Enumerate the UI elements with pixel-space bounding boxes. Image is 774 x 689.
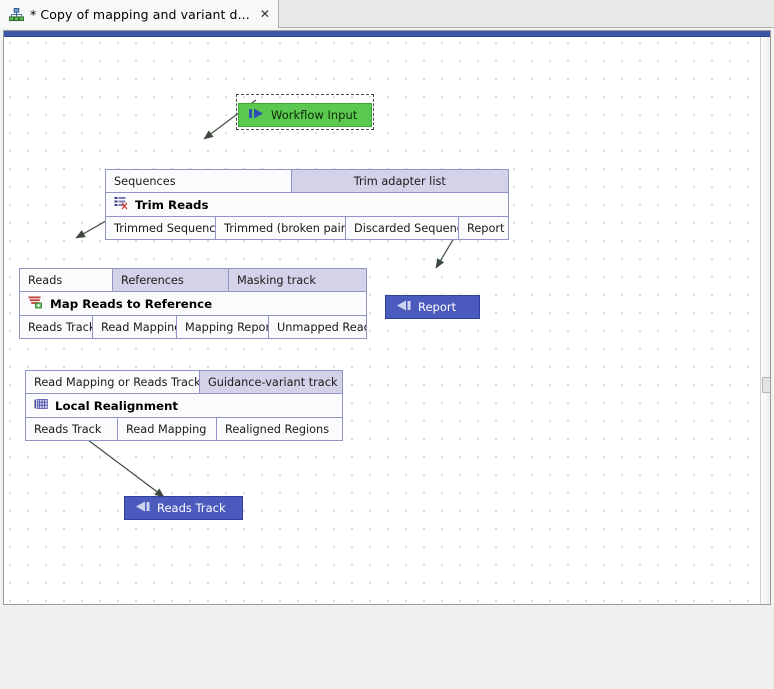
output-node-label: Report <box>418 300 457 314</box>
process-title-trim-reads: Trim Reads <box>106 192 508 217</box>
output-port-trimmed-broken-pairs[interactable]: Trimmed (broken pairs) <box>216 217 346 239</box>
canvas-top-band <box>4 31 770 37</box>
output-port-trimmed-sequences[interactable]: Trimmed Sequences <box>106 217 216 239</box>
process-node-map-reads-to-reference[interactable]: Reads References Masking track <box>19 268 367 339</box>
input-ports-row: Read Mapping or Reads Track Guidance-var… <box>26 371 342 393</box>
output-arrow-icon <box>135 501 150 515</box>
input-port-guidance-variant-track[interactable]: Guidance-variant track <box>200 371 342 393</box>
canvas-collapse-handle[interactable] <box>760 37 770 604</box>
output-port-realigned-regions[interactable]: Realigned Regions <box>217 418 342 440</box>
output-port-reads-track[interactable]: Reads Track <box>20 316 93 338</box>
map-reads-icon <box>28 295 43 312</box>
process-title-local-realignment: Local Realignment <box>26 393 342 418</box>
workflow-canvas-panel: Workflow Input Sequences Trim adapter li… <box>3 30 771 605</box>
tab-workflow[interactable]: * Copy of mapping and variant d... ✕ <box>0 0 279 28</box>
output-port-reads-track[interactable]: Reads Track <box>26 418 118 440</box>
process-title-label: Local Realignment <box>55 398 179 413</box>
output-ports-row: Trimmed Sequences Trimmed (broken pairs)… <box>106 217 508 239</box>
bottom-panel: Add Element... The workflow must be save… <box>0 606 774 689</box>
output-arrow-icon <box>396 300 411 314</box>
collapse-grip-icon <box>762 377 770 393</box>
output-node-reads-track[interactable]: Reads Track <box>124 496 243 520</box>
tab-bar: * Copy of mapping and variant d... ✕ <box>0 0 774 28</box>
input-port-trim-adapter-list[interactable]: Trim adapter list <box>291 170 508 192</box>
tab-title: * Copy of mapping and variant d... <box>30 6 250 22</box>
workflow-input-label: Workflow Input <box>271 108 358 122</box>
input-port-read-mapping-or-reads-track[interactable]: Read Mapping or Reads Track <box>26 371 200 393</box>
workflow-icon <box>9 7 25 22</box>
input-port-masking-track[interactable]: Masking track <box>229 269 366 291</box>
input-port-references[interactable]: References <box>113 269 229 291</box>
process-title-label: Trim Reads <box>135 197 209 212</box>
output-ports-row: Reads Track Read Mapping Realigned Regio… <box>26 418 342 440</box>
output-port-discarded-sequences[interactable]: Discarded Sequences <box>346 217 459 239</box>
process-title-label: Map Reads to Reference <box>50 296 213 311</box>
output-port-mapping-report[interactable]: Mapping Report <box>177 316 269 338</box>
output-port-read-mapping[interactable]: Read Mapping <box>118 418 217 440</box>
output-node-report[interactable]: Report <box>385 295 480 319</box>
process-node-trim-reads[interactable]: Sequences Trim adapter list <box>105 169 509 240</box>
process-node-local-realignment[interactable]: Read Mapping or Reads Track Guidance-var… <box>25 370 343 441</box>
workflow-input-node[interactable]: Workflow Input <box>238 103 372 127</box>
output-ports-row: Reads Track Read Mapping Mapping Report … <box>20 316 366 338</box>
workflow-canvas[interactable]: Workflow Input Sequences Trim adapter li… <box>4 37 770 604</box>
input-ports-row: Sequences Trim adapter list <box>106 170 508 192</box>
close-icon[interactable]: ✕ <box>259 7 270 21</box>
process-title-map-reads: Map Reads to Reference <box>20 291 366 316</box>
trim-reads-icon <box>114 196 128 213</box>
input-port-sequences[interactable]: Sequences <box>106 170 292 192</box>
output-port-unmapped-reads[interactable]: Unmapped Reads <box>269 316 366 338</box>
local-realignment-icon <box>34 398 48 413</box>
input-arrow-icon <box>249 108 264 122</box>
output-node-label: Reads Track <box>157 501 226 515</box>
output-port-report[interactable]: Report <box>459 217 508 239</box>
output-port-read-mapping[interactable]: Read Mapping <box>93 316 177 338</box>
input-ports-row: Reads References Masking track <box>20 269 366 291</box>
input-port-reads[interactable]: Reads <box>20 269 113 291</box>
